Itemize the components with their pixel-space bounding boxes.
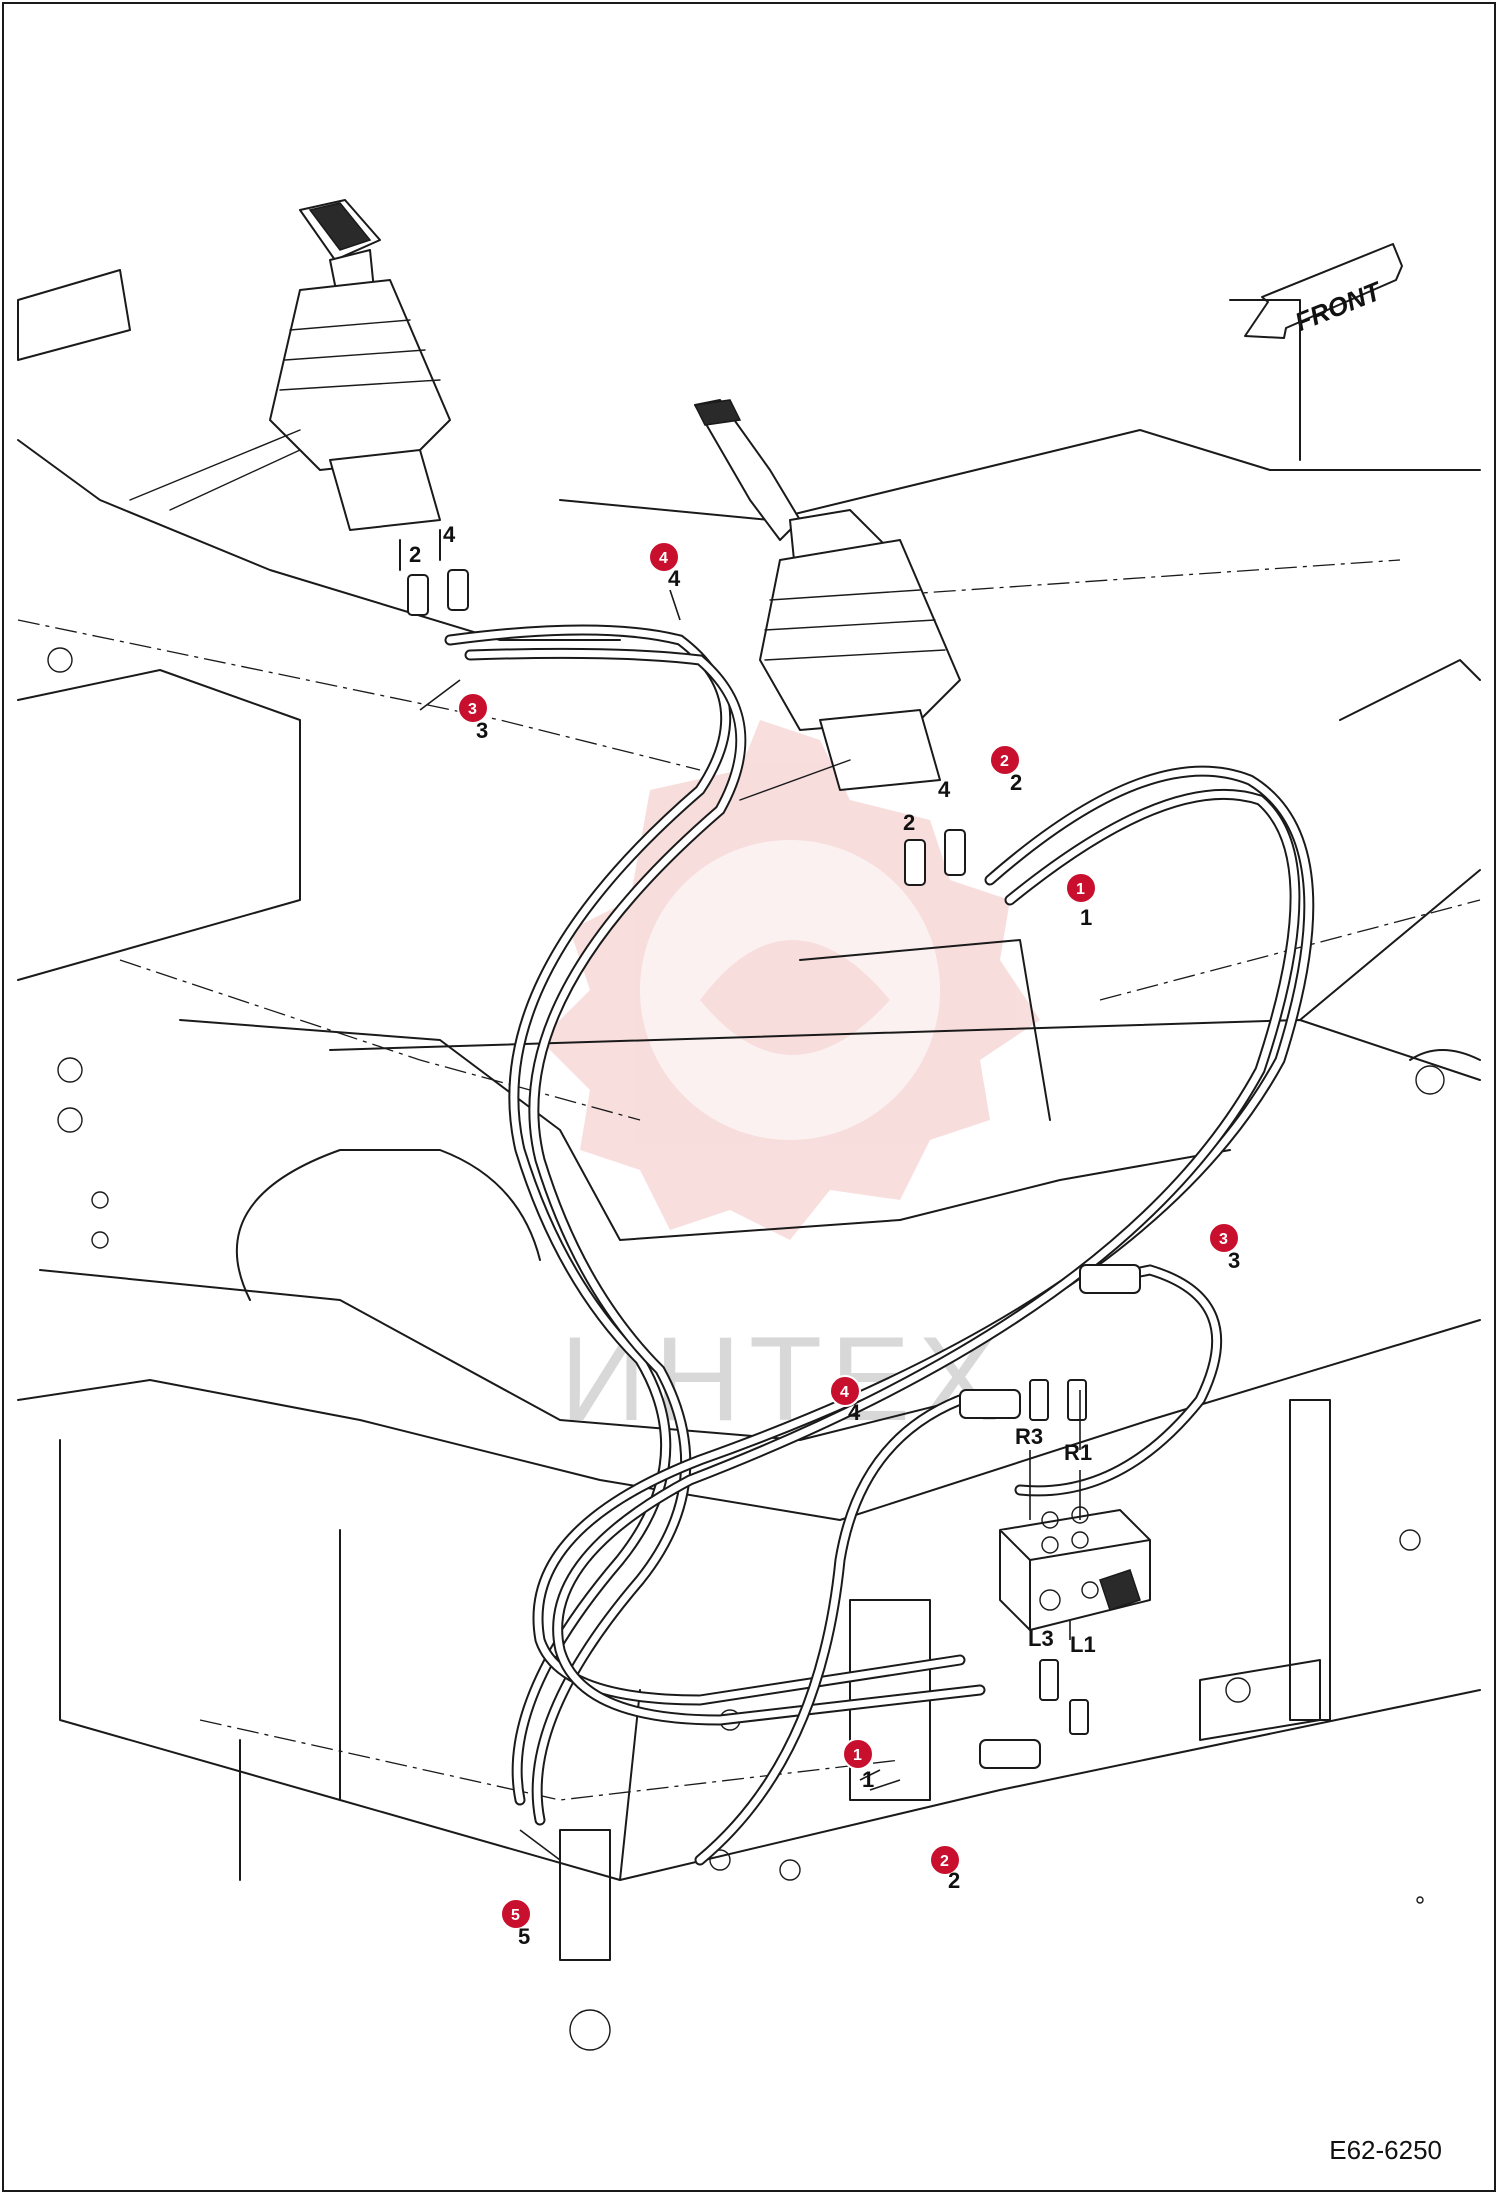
- valve-port-r3: R3: [1015, 1424, 1043, 1449]
- valve-port-r1: R1: [1064, 1440, 1092, 1465]
- part-number: 2: [1010, 770, 1022, 795]
- part-number: 3: [1228, 1248, 1240, 1273]
- callout-1b: 1: [842, 1738, 874, 1770]
- part-number: 3: [476, 718, 488, 743]
- valve-port-l3: L3: [1028, 1626, 1054, 1651]
- svg-text:3: 3: [468, 701, 477, 718]
- callout-4a: 4: [648, 541, 680, 573]
- watermark-logo: [540, 720, 1040, 1240]
- leader-lines: [419, 589, 1081, 1861]
- svg-text:1: 1: [1076, 881, 1085, 898]
- part-number: 2: [948, 1868, 960, 1893]
- reference-code: E62-6250: [1329, 2135, 1442, 2165]
- part-number: 4: [848, 1400, 861, 1425]
- callout-3a: 3: [457, 692, 489, 724]
- svg-text:1: 1: [853, 1747, 862, 1764]
- front-arrow: FRONT: [1244, 243, 1403, 339]
- callout-1a: 1: [1065, 872, 1097, 904]
- left-joystick: [129, 199, 451, 571]
- svg-text:4: 4: [840, 1384, 849, 1401]
- valve-port-l1: L1: [1070, 1632, 1096, 1657]
- callout-5: 5: [500, 1898, 532, 1930]
- part-number: 1: [862, 1767, 874, 1792]
- svg-text:2: 2: [1000, 753, 1009, 770]
- callout-2b: 2: [929, 1844, 961, 1876]
- port-number: 4: [938, 777, 951, 802]
- chassis-outline: [17, 269, 1481, 1961]
- callouts: 1 2 3 4 1 2 3 4 5: [457, 541, 1240, 1930]
- callout-3b: 3: [1208, 1222, 1240, 1254]
- frame-holes: [47, 647, 1445, 2051]
- right-joystick: [693, 399, 961, 801]
- port-number: 4: [443, 522, 456, 547]
- callout-4b: 4: [829, 1375, 861, 1407]
- port-numbers: 2 4 2 4: [409, 522, 951, 835]
- svg-text:2: 2: [940, 1853, 949, 1870]
- svg-text:4: 4: [659, 550, 668, 567]
- svg-text:3: 3: [1219, 1231, 1228, 1248]
- valve-port-labels: R3 R1 L3 L1: [1015, 1424, 1096, 1657]
- port-number: 2: [409, 542, 421, 567]
- part-numbers: 1 2 3 4 1 2 3 4 5: [476, 566, 1240, 1949]
- part-number: 1: [1080, 905, 1092, 930]
- valve-block: [999, 1506, 1151, 1631]
- part-number: 4: [668, 566, 681, 591]
- part-number: 5: [518, 1924, 530, 1949]
- fittings: [407, 569, 1141, 1769]
- port-number: 2: [903, 810, 915, 835]
- callout-2a: 2: [989, 744, 1021, 776]
- svg-text:5: 5: [511, 1907, 520, 1924]
- hoses: [444, 624, 1315, 1866]
